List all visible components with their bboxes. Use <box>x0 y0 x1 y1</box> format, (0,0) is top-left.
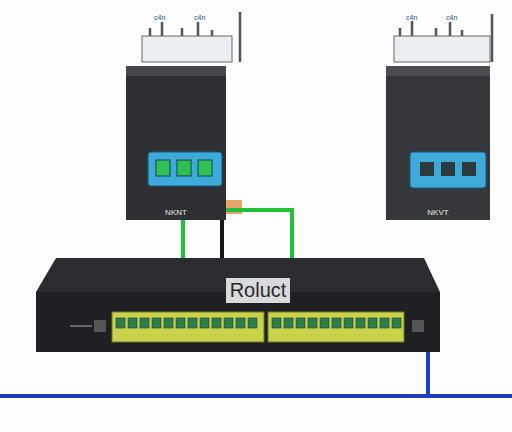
ethernet-port <box>284 318 293 328</box>
status-panel <box>148 152 222 186</box>
ethernet-port <box>224 318 233 328</box>
ethernet-port <box>236 318 245 328</box>
ethernet-port <box>308 318 317 328</box>
status-led <box>198 160 212 176</box>
ethernet-port <box>356 318 365 328</box>
status-led <box>462 162 476 176</box>
antenna-mount <box>142 36 232 62</box>
router-top <box>386 66 490 76</box>
network-cable <box>181 220 185 258</box>
ethernet-port <box>320 318 329 328</box>
ethernet-port <box>272 318 281 328</box>
ethernet-port <box>176 318 185 328</box>
antenna-tag: c4n <box>406 14 417 21</box>
network-cable <box>0 394 512 398</box>
ethernet-port <box>296 318 305 328</box>
antenna-tag: c4n <box>194 14 205 21</box>
ethernet-port <box>152 318 161 328</box>
port-strip <box>268 312 404 342</box>
device-name: Roluct <box>226 278 291 303</box>
router-box: NKVT <box>386 66 490 220</box>
ethernet-port <box>212 318 221 328</box>
ethernet-port <box>128 318 137 328</box>
ethernet-port <box>380 318 389 328</box>
ethernet-port <box>392 318 401 328</box>
ethernet-port <box>188 318 197 328</box>
status-led <box>441 162 455 176</box>
status-led <box>177 160 191 176</box>
model-label: NKVT <box>427 208 448 217</box>
ethernet-port <box>164 318 173 328</box>
port-mark <box>70 326 92 327</box>
antenna-mount <box>394 36 490 62</box>
switch-box: Roluct <box>36 258 440 352</box>
port-led <box>412 320 424 332</box>
status-led <box>420 162 434 176</box>
ethernet-port <box>200 318 209 328</box>
status-led <box>156 160 170 176</box>
ethernet-port <box>248 318 257 328</box>
antenna-tag: c4n <box>154 14 165 21</box>
network-cable <box>220 220 224 258</box>
ethernet-port <box>140 318 149 328</box>
port-strip <box>112 312 264 342</box>
status-panel <box>410 152 486 188</box>
router-box: NKNT <box>126 66 226 220</box>
ethernet-port <box>116 318 125 328</box>
port-led <box>94 320 106 332</box>
model-label: NKNT <box>165 208 187 217</box>
router-body <box>126 66 226 220</box>
switch-ports <box>116 318 401 328</box>
network-cable <box>226 210 292 258</box>
ethernet-port <box>332 318 341 328</box>
antenna-tag: c4n <box>446 14 457 21</box>
ethernet-port <box>344 318 353 328</box>
router-top <box>126 66 226 76</box>
ethernet-port <box>368 318 377 328</box>
router-body <box>386 66 490 220</box>
